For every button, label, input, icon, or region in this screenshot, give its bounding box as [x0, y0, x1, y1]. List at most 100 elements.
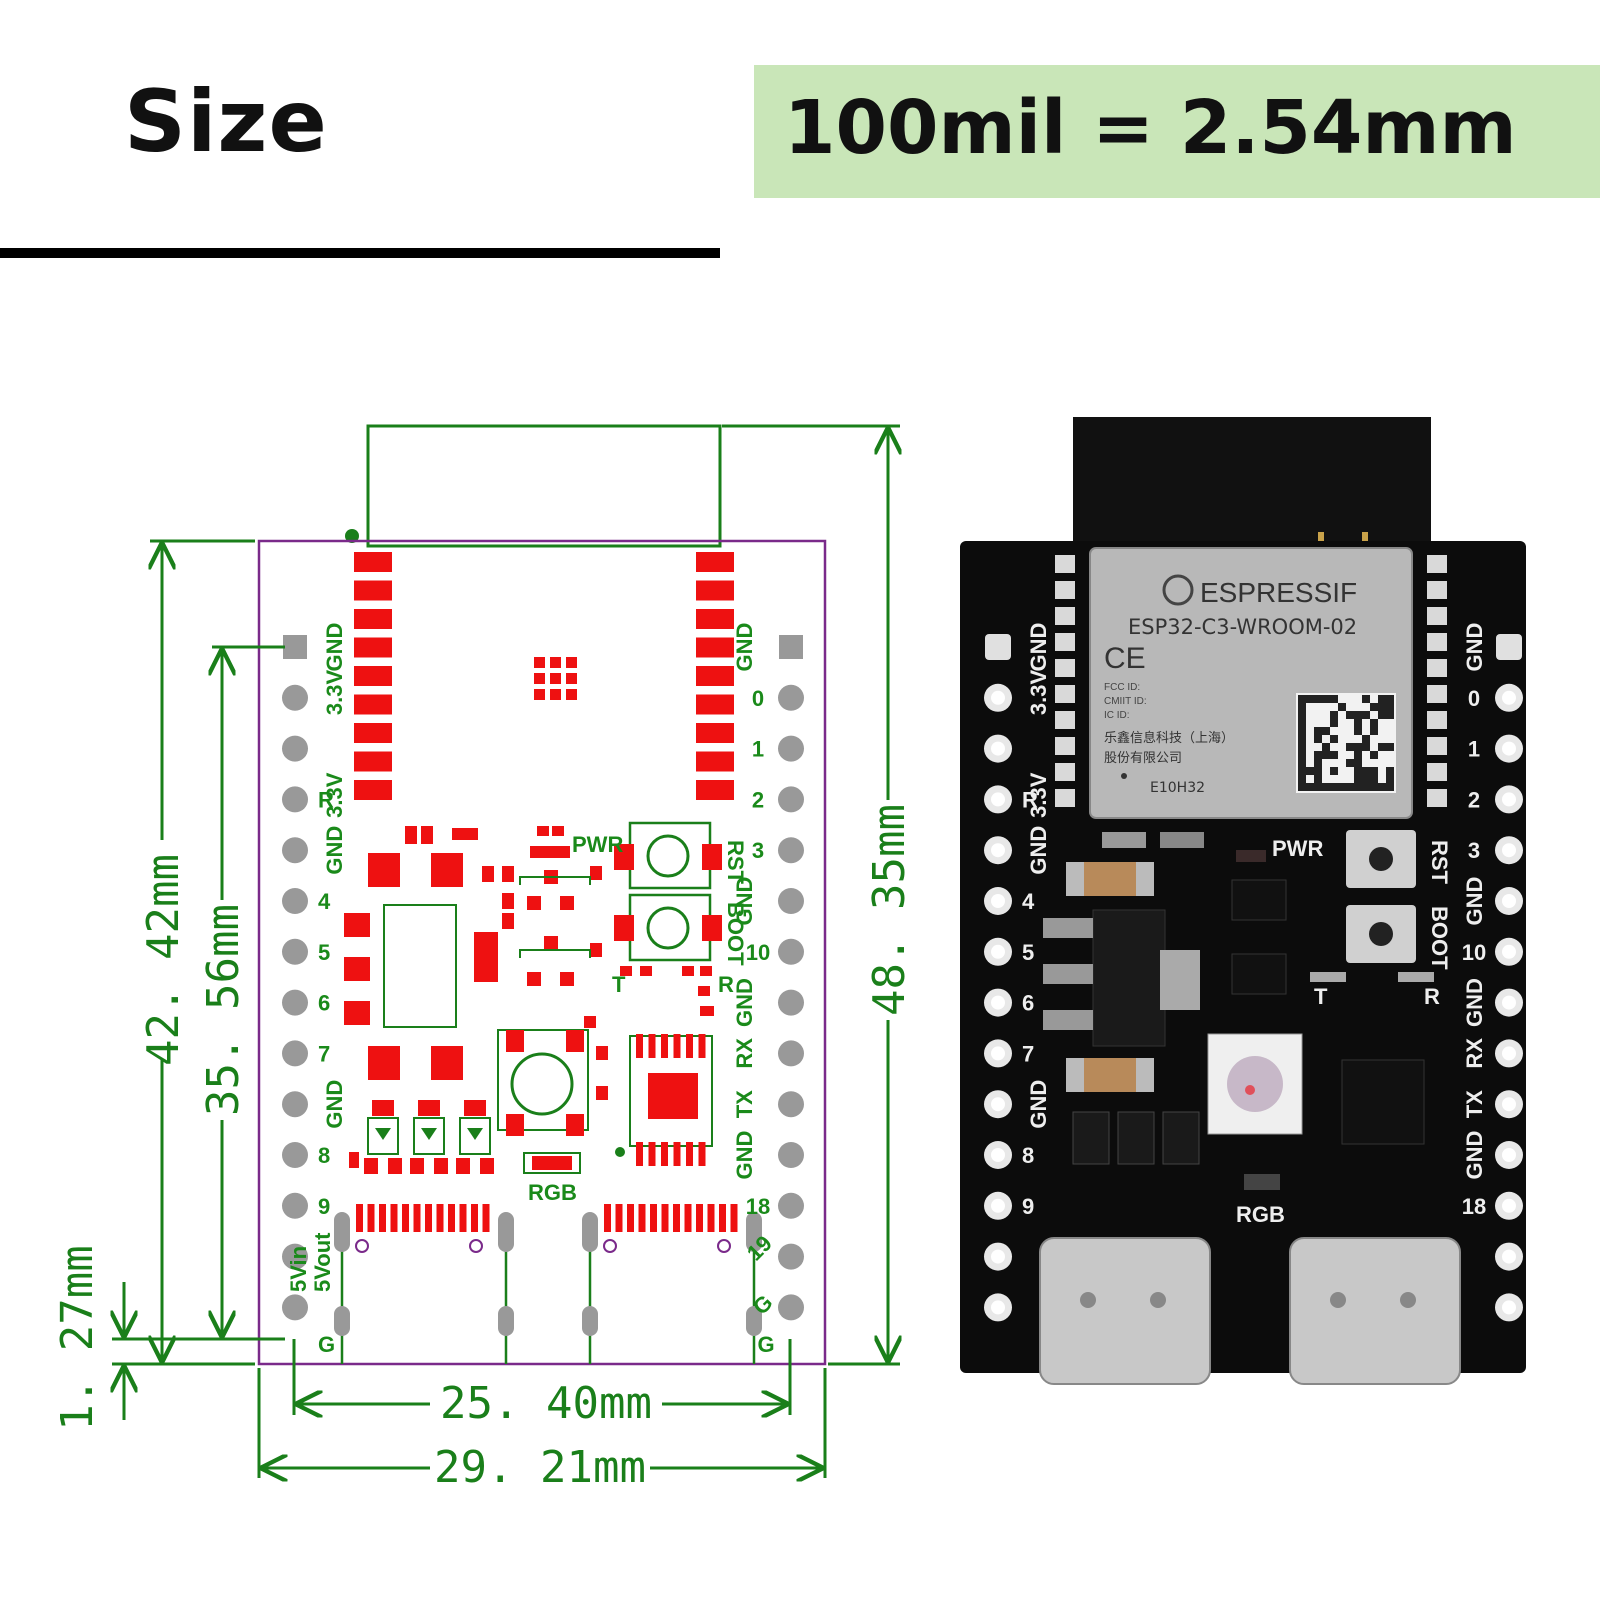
label-boot: BOOT: [723, 902, 748, 966]
photo-left-pin-label: 3.3V: [1026, 669, 1051, 715]
photo-left-pin-label: 3.3V: [1026, 772, 1051, 818]
datamatrix-cell: [1354, 751, 1362, 759]
left-pin: [282, 1142, 308, 1168]
right-pin-label: GND: [732, 1131, 757, 1180]
photo-left-pin-label: R: [1022, 787, 1038, 812]
photo-pin-hole: [1502, 894, 1516, 908]
chip-lead: [636, 1034, 643, 1058]
photo-castellation: [1427, 607, 1447, 625]
datamatrix-cell: [1298, 719, 1306, 727]
right-pin: [778, 1243, 804, 1270]
dim-pin-offset: 1. 27mm: [52, 1245, 103, 1430]
datamatrix-cell: [1370, 703, 1378, 711]
datamatrix-cell: [1298, 767, 1306, 775]
thermal-pad-cell: [550, 689, 561, 700]
usb-pin: [707, 1204, 715, 1232]
photo-pin-hole: [1502, 1249, 1516, 1264]
right-pin: [778, 735, 804, 762]
label-rgb: RGB: [528, 1180, 577, 1205]
datamatrix-cell: [1354, 759, 1362, 767]
module-pad: [696, 694, 734, 715]
datamatrix-cell: [1306, 783, 1314, 791]
right-pin: [778, 989, 804, 1016]
right-pin: [778, 1142, 804, 1168]
right-pin: [778, 684, 804, 711]
diode-symbol: [467, 1128, 483, 1140]
datamatrix-cell: [1354, 743, 1362, 751]
photo-pin-hole: [991, 843, 1005, 858]
left-pin-label: 5Vin: [286, 1246, 311, 1292]
left-pin-label: 4: [318, 889, 331, 914]
usb-shell-pad: [582, 1212, 598, 1252]
label-rst: RST: [723, 840, 748, 885]
datamatrix-cell: [1386, 743, 1394, 751]
photo-label-rst: RST: [1427, 840, 1452, 885]
module-ce: CE: [1104, 642, 1146, 675]
photo-pin-holes: [984, 634, 1523, 1322]
datamatrix-cell: [1370, 719, 1378, 727]
diode-pad: [388, 1158, 402, 1174]
right-pin-header: [778, 635, 804, 1321]
photo-right-pin-label: GND: [1462, 877, 1487, 926]
right-pin-label: RX: [732, 1038, 757, 1069]
module-pad: [354, 580, 392, 601]
datamatrix-cell: [1330, 767, 1338, 775]
datamatrix-cell: [1298, 775, 1306, 783]
left-pin-label: 3.3V: [322, 772, 347, 818]
module-pad: [696, 751, 734, 772]
datamatrix-cell: [1386, 703, 1394, 711]
photo-pin-hole: [1502, 1198, 1516, 1213]
datamatrix-cell: [1298, 783, 1306, 791]
datamatrix-cell: [1378, 783, 1386, 791]
right-pin-label: GND: [732, 877, 757, 926]
left-pin-label: R: [318, 787, 334, 812]
antenna-marker: [345, 529, 359, 543]
photo-right-pin-label: 3: [1468, 838, 1480, 863]
photo-castellation: [1427, 555, 1447, 573]
left-pin: [282, 786, 308, 813]
photo-right-pin-label: 10: [1462, 940, 1486, 965]
module-datamatrix: [1296, 693, 1396, 793]
photo-castellation: [1427, 633, 1447, 651]
datamatrix-cell: [1314, 751, 1322, 759]
photo-usb-c-left: [1039, 1237, 1211, 1385]
left-pin: [282, 684, 308, 711]
right-pin-label: 1: [752, 737, 764, 762]
right-pin-square: [779, 635, 803, 659]
datamatrix-cell: [1354, 783, 1362, 791]
module-model: ESP32-C3-WROOM-02: [1128, 615, 1357, 639]
datamatrix-cell: [1362, 783, 1370, 791]
usb-shell-pad: [582, 1306, 598, 1336]
photo-castellation: [1055, 581, 1075, 599]
left-pin-label: 6: [318, 991, 330, 1016]
datamatrix-cell: [1322, 751, 1330, 759]
datamatrix-cell: [1346, 743, 1354, 751]
diode-pad: [456, 1158, 470, 1174]
usb-pin: [448, 1204, 455, 1232]
usb-pin: [661, 1204, 669, 1232]
datamatrix-cell: [1298, 695, 1306, 703]
module-pad: [354, 751, 392, 772]
thermal-pad-cell: [566, 673, 577, 684]
datamatrix-cell: [1386, 775, 1394, 783]
photo-right-pin-label: 18: [1462, 1194, 1486, 1219]
thermal-pad-cell: [534, 657, 545, 668]
photo-left-pin-label: 8: [1022, 1143, 1034, 1168]
module-pad: [354, 552, 392, 572]
right-pin: [778, 938, 804, 965]
photo-pin-square: [985, 634, 1011, 660]
datamatrix-cell: [1346, 783, 1354, 791]
antenna-area: [1073, 417, 1431, 547]
photo-castellation: [1427, 789, 1447, 807]
usb-pin: [696, 1204, 703, 1232]
photo-left-pin-label: GND: [1026, 1080, 1051, 1129]
datamatrix-cell: [1362, 735, 1370, 743]
photo-pin-hole: [1502, 1097, 1516, 1112]
usb-pin: [436, 1204, 444, 1232]
datamatrix-cell: [1370, 727, 1378, 735]
datamatrix-cell: [1354, 727, 1362, 735]
left-pin-label: 3.3V: [322, 669, 347, 715]
